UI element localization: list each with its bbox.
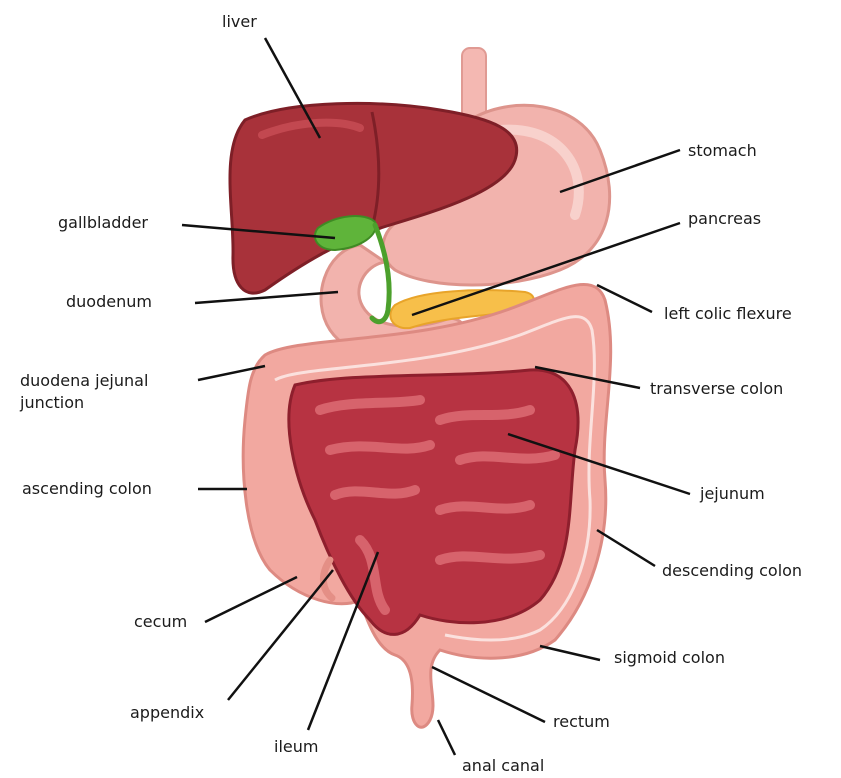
label-gallbladder: gallbladder xyxy=(58,213,148,233)
leader-line-descending-colon xyxy=(597,530,655,566)
label-duodenum: duodenum xyxy=(66,292,152,312)
leader-line-duodenum xyxy=(195,292,338,303)
label-descending-colon: descending colon xyxy=(662,561,802,581)
label-ascending-colon: ascending colon xyxy=(22,479,152,499)
label-rectum: rectum xyxy=(553,712,610,732)
label-stomach: stomach xyxy=(688,141,757,161)
label-anal-canal: anal canal xyxy=(462,756,544,776)
label-left-colic-flexure: left colic flexure xyxy=(664,304,792,324)
label-sigmoid-colon: sigmoid colon xyxy=(614,648,725,668)
leader-line-anal-canal xyxy=(438,720,455,755)
leader-line-cecum xyxy=(205,577,297,622)
label-appendix: appendix xyxy=(130,703,204,723)
label-ileum: ileum xyxy=(274,737,318,757)
leader-line-appendix xyxy=(228,570,333,700)
leader-line-sigmoid-colon xyxy=(540,646,600,660)
label-transverse-colon: transverse colon xyxy=(650,379,783,399)
label-jejunum: jejunum xyxy=(700,484,765,504)
label-liver: liver xyxy=(222,12,257,32)
label-cecum: cecum xyxy=(134,612,187,632)
leader-line-rectum xyxy=(432,667,545,722)
label-duodena-jejunal-junction: duodena jejunal junction xyxy=(20,370,190,414)
label-pancreas: pancreas xyxy=(688,209,761,229)
